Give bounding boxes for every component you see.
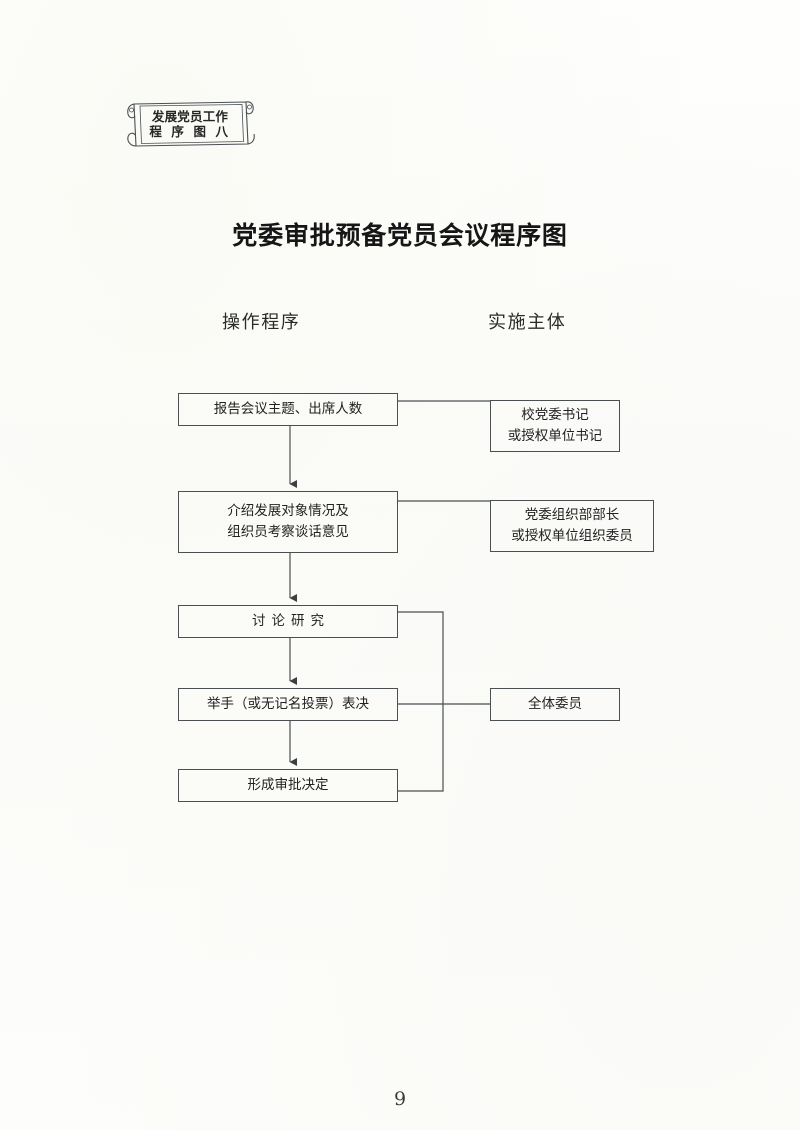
step-box-intro[interactable]: 介绍发展对象情况及 组织员考察谈话意见 [178,491,398,553]
bracket-discuss-to-decision [398,611,444,792]
step-box-intro-line-1: 介绍发展对象情况及 [227,503,349,520]
actor-box-org-department-line-1: 党委组织部部长 [524,507,620,524]
actor-box-org-department[interactable]: 党委组织部部长 或授权单位组织委员 [490,500,654,552]
banner-text: 发展党员工作 程 序 图 八 [124,96,256,152]
step-box-vote[interactable]: 举手（或无记名投票）表决 [178,688,398,721]
banner-line-2: 程 序 图 八 [149,124,231,139]
step-box-discuss[interactable]: 讨论研究 [178,605,398,638]
step-box-report[interactable]: 报告会议主题、出席人数 [178,393,398,426]
page-number: 9 [393,1088,407,1110]
step-box-decision-line-1: 形成审批决定 [247,777,329,794]
step-box-intro-line-2: 组织员考察谈话意见 [227,524,349,540]
scroll-banner-shape [127,101,255,147]
actor-box-all-members[interactable]: 全体委员 [490,688,620,721]
column-header-operation: 操作程序 [222,312,301,333]
banner-line-1: 发展党员工作 [151,108,229,124]
step-box-report-line-1: 报告会议主题、出席人数 [213,401,363,418]
column-header-actor: 实施主体 [488,312,567,333]
actor-box-all-members-line-1: 全体委员 [528,696,582,713]
actor-box-secretary-line-2: 或授权单位书记 [507,428,603,444]
page-title: 党委审批预备党员会议程序图 [232,221,568,250]
step-box-vote-line-1: 举手（或无记名投票）表决 [207,696,369,713]
step-box-discuss-line-1: 讨论研究 [252,613,330,630]
step-box-decision[interactable]: 形成审批决定 [178,769,398,802]
actor-box-org-department-line-2: 或授权单位组织委员 [511,528,633,544]
actor-box-secretary[interactable]: 校党委书记 或授权单位书记 [490,400,620,452]
scroll-banner: 发展党员工作 程 序 图 八 [124,96,256,152]
actor-box-secretary-line-1: 校党委书记 [521,407,589,424]
